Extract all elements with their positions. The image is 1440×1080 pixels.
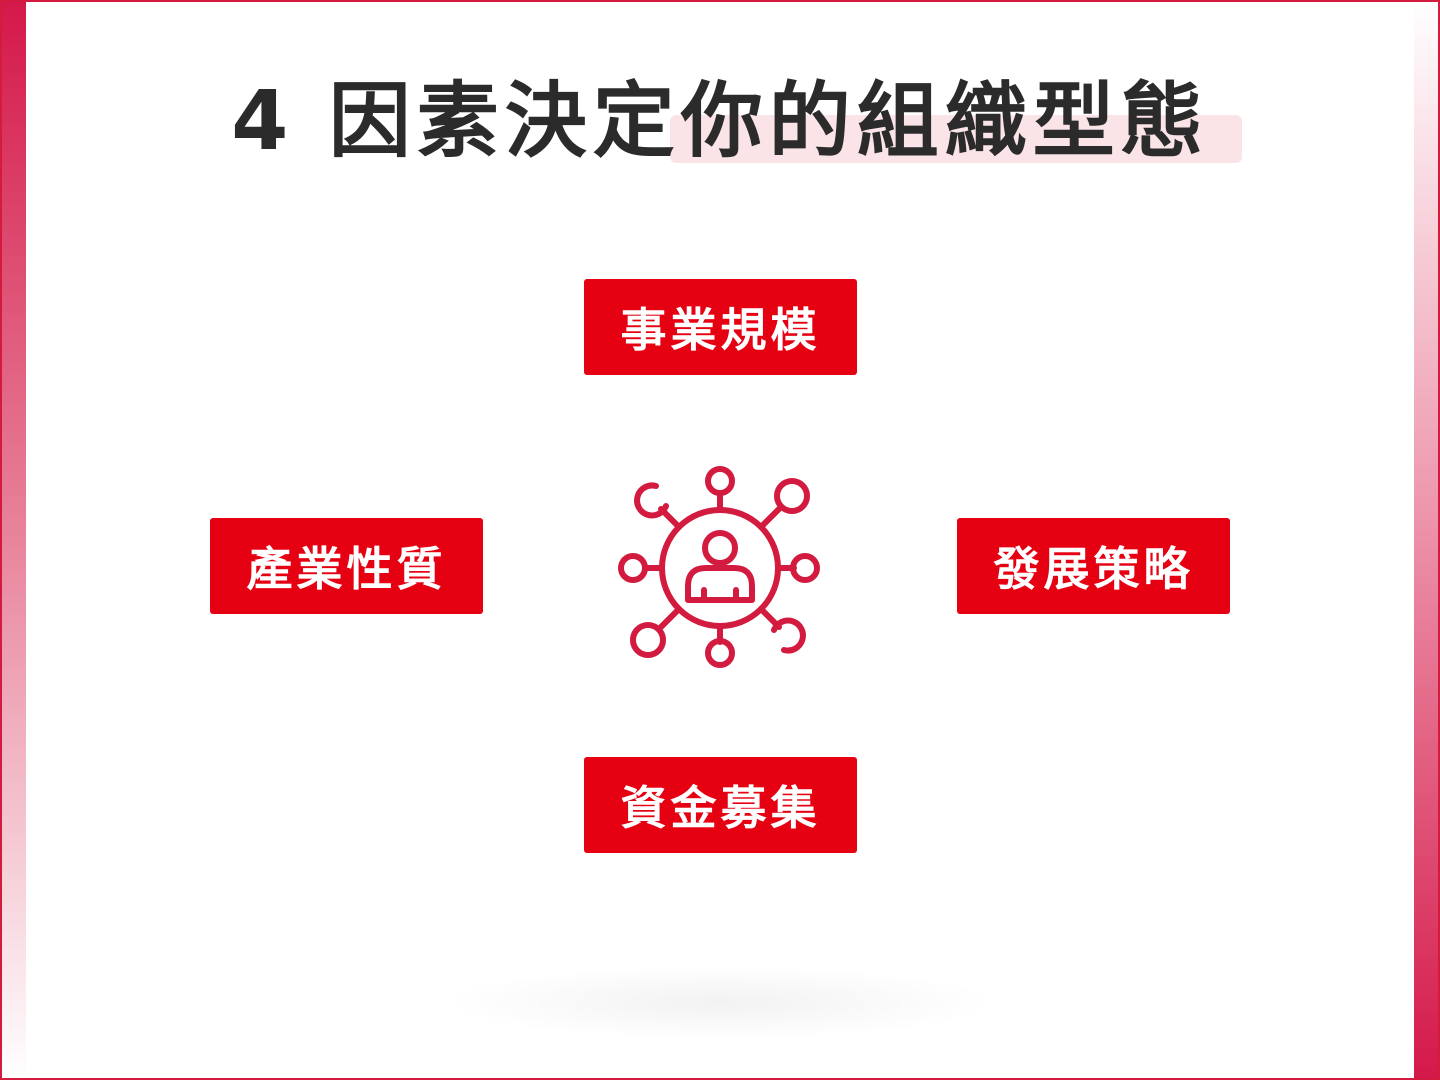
node-top-right bbox=[774, 478, 810, 514]
node-bottom-right bbox=[771, 617, 806, 654]
factor-label: 產業性質 bbox=[246, 542, 447, 596]
bottom-shadow bbox=[440, 965, 1000, 1040]
node-bottom-left bbox=[630, 622, 666, 658]
title-highlight bbox=[670, 115, 1242, 163]
person-head bbox=[702, 530, 738, 566]
node-bottom bbox=[705, 638, 735, 668]
factor-development-strategy: 發展策略 bbox=[957, 518, 1230, 614]
title-container: 4 因素決定你的組織型態 bbox=[0, 58, 1440, 169]
factor-industry-nature: 產業性質 bbox=[210, 518, 483, 614]
factor-label: 發展策略 bbox=[993, 542, 1194, 596]
right-gradient-bar bbox=[1414, 0, 1440, 1080]
node-top-left bbox=[634, 482, 669, 519]
page-title: 4 因素決定你的組織型態 bbox=[231, 73, 1209, 169]
person-body bbox=[685, 565, 755, 603]
left-gradient-bar bbox=[0, 0, 26, 1080]
factor-fundraising: 資金募集 bbox=[584, 757, 857, 853]
node-top bbox=[705, 466, 735, 496]
person-detail bbox=[701, 587, 739, 603]
factor-label: 資金募集 bbox=[620, 781, 821, 835]
node-right bbox=[790, 553, 820, 583]
node-left bbox=[618, 553, 648, 583]
factor-label: 事業規模 bbox=[620, 303, 821, 357]
network-person-icon bbox=[618, 466, 820, 668]
factor-business-scale: 事業規模 bbox=[584, 279, 857, 375]
spoke-top-right bbox=[758, 506, 782, 530]
spoke-bottom-left bbox=[658, 606, 682, 630]
